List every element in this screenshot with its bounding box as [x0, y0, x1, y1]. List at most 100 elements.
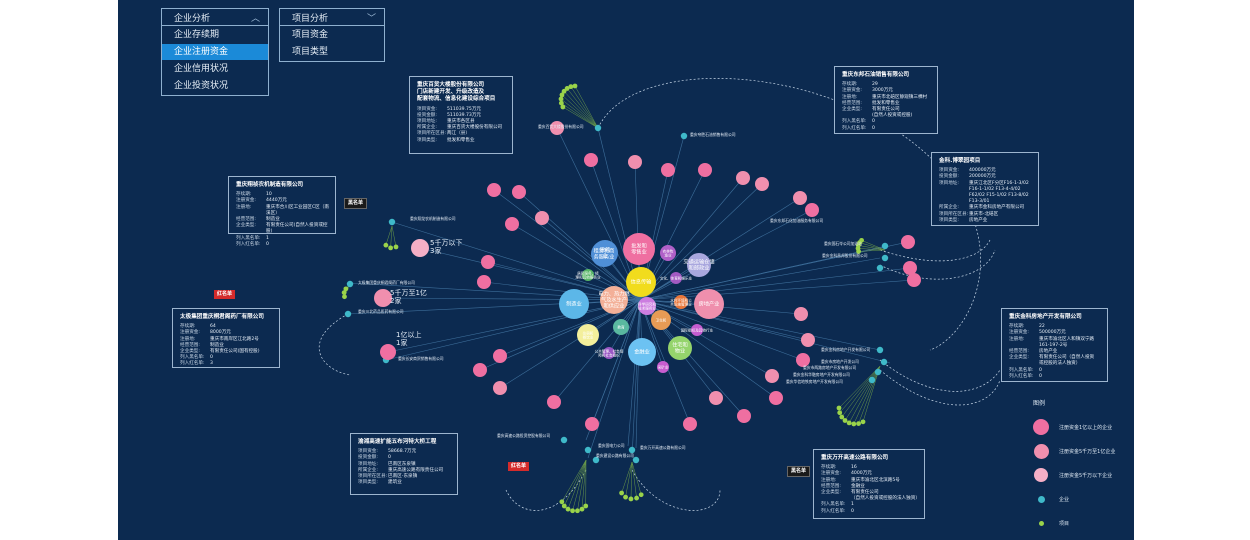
industry-node[interactable]	[660, 245, 676, 261]
company-node[interactable]	[592, 456, 600, 464]
project-node[interactable]	[561, 88, 567, 94]
project-node[interactable]	[851, 421, 857, 427]
industry-node[interactable]	[626, 267, 656, 297]
project-node[interactable]	[860, 419, 866, 425]
industry-node[interactable]	[657, 361, 669, 373]
industry-node[interactable]	[668, 336, 692, 360]
menu-item-project-capital[interactable]: 项目资金	[292, 30, 329, 40]
capital-group-large[interactable]	[380, 344, 396, 360]
capital-node[interactable]	[550, 121, 564, 135]
capital-node[interactable]	[805, 203, 819, 217]
menu-item-investment-status[interactable]: 企业投资状况	[174, 81, 229, 91]
card-jinke-bocui-project[interactable]: 金科.博翠园项目项目资金:400000万元投资金额:200000万元项目地址:重…	[931, 152, 1039, 226]
project-node[interactable]	[579, 506, 585, 512]
capital-node[interactable]	[493, 381, 507, 395]
project-node[interactable]	[342, 294, 347, 300]
project-node[interactable]	[570, 508, 575, 514]
capital-node[interactable]	[505, 217, 519, 231]
capital-node[interactable]	[473, 363, 487, 377]
industry-node[interactable]	[691, 324, 703, 336]
project-node[interactable]	[558, 96, 564, 102]
menu-item-registered-capital[interactable]: 企业注册资金	[162, 44, 268, 60]
industry-node[interactable]	[670, 272, 682, 284]
industry-node[interactable]	[638, 297, 656, 315]
card-baihuo-project[interactable]: 重庆百货大楼股份有限公司 门店新建开发、升级改造及 配套物流、信息化建设综合项目…	[409, 76, 513, 154]
industry-node[interactable]	[674, 295, 688, 309]
capital-node[interactable]	[794, 307, 808, 321]
project-node[interactable]	[628, 496, 634, 502]
industry-node[interactable]	[577, 324, 599, 346]
project-node[interactable]	[572, 83, 578, 89]
company-node[interactable]	[880, 358, 888, 366]
project-node[interactable]	[388, 245, 394, 251]
project-node[interactable]	[341, 290, 347, 296]
chevron-up-icon[interactable]: ︿	[250, 13, 260, 24]
company-node[interactable]	[881, 254, 889, 262]
project-node[interactable]	[623, 494, 628, 500]
industry-node[interactable]	[623, 233, 655, 265]
project-node[interactable]	[559, 499, 565, 505]
capital-node[interactable]	[793, 191, 807, 205]
project-node[interactable]	[575, 508, 580, 514]
industry-node[interactable]	[694, 289, 724, 319]
capital-node[interactable]	[477, 275, 491, 289]
project-node[interactable]	[846, 420, 852, 426]
company-node[interactable]	[680, 132, 688, 140]
project-node[interactable]	[565, 506, 571, 512]
capital-node[interactable]	[698, 163, 712, 177]
project-node[interactable]	[634, 495, 639, 501]
project-node[interactable]	[619, 490, 625, 496]
project-node[interactable]	[638, 492, 644, 498]
project-node[interactable]	[559, 92, 565, 98]
capital-node[interactable]	[796, 353, 810, 367]
industry-node[interactable]	[600, 286, 628, 314]
enterprise-analysis-menu[interactable]: 企业分析 ︿ 企业存续期 企业注册资金 企业信用状况 企业投资状况	[161, 8, 269, 96]
project-node[interactable]	[568, 84, 574, 90]
project-node[interactable]	[343, 286, 349, 292]
company-node[interactable]	[388, 218, 396, 226]
project-node[interactable]	[859, 237, 864, 243]
capital-node[interactable]	[628, 155, 642, 169]
project-analysis-header[interactable]: 项目分析 ﹀	[280, 9, 384, 26]
capital-node[interactable]	[801, 333, 815, 347]
industry-node[interactable]	[559, 289, 589, 319]
company-node[interactable]	[868, 376, 876, 384]
capital-node[interactable]	[585, 417, 599, 431]
capital-node[interactable]	[661, 163, 675, 177]
project-node[interactable]	[560, 104, 566, 110]
capital-node[interactable]	[493, 349, 507, 363]
project-node[interactable]	[583, 503, 589, 509]
company-node[interactable]	[344, 310, 352, 318]
industry-node[interactable]	[582, 269, 594, 281]
capital-node[interactable]	[683, 417, 697, 431]
company-node[interactable]	[346, 280, 354, 288]
industry-node[interactable]	[603, 347, 615, 359]
menu-item-project-type[interactable]: 项目类型	[292, 47, 329, 57]
company-node[interactable]	[874, 368, 882, 376]
project-node[interactable]	[839, 414, 845, 420]
capital-node[interactable]	[535, 211, 549, 225]
capital-node[interactable]	[736, 171, 750, 185]
capital-node[interactable]	[907, 273, 921, 287]
company-node[interactable]	[876, 346, 884, 354]
capital-node[interactable]	[487, 183, 501, 197]
capital-node[interactable]	[755, 177, 769, 191]
industry-node[interactable]	[591, 241, 617, 267]
company-node[interactable]	[628, 446, 636, 454]
capital-group-mid[interactable]	[374, 289, 392, 307]
company-node[interactable]	[632, 456, 640, 464]
capital-node[interactable]	[481, 255, 495, 269]
capital-node[interactable]	[547, 395, 561, 409]
project-node[interactable]	[564, 86, 570, 91]
project-node[interactable]	[561, 503, 567, 509]
capital-node[interactable]	[901, 235, 915, 249]
capital-node[interactable]	[769, 391, 783, 405]
company-node[interactable]	[594, 124, 602, 132]
industry-node[interactable]	[613, 319, 629, 335]
project-node[interactable]	[836, 405, 842, 411]
